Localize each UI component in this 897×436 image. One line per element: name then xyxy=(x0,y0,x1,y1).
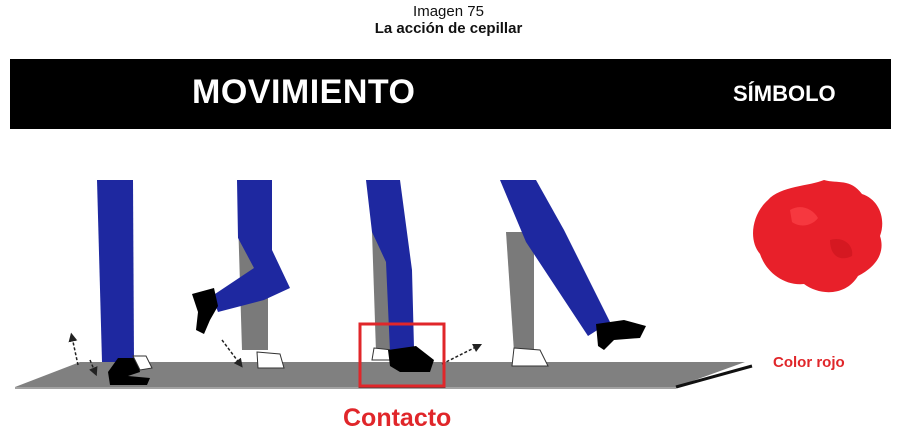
contact-caption: Contacto xyxy=(343,404,452,432)
figure-number: Imagen 75 xyxy=(413,3,484,20)
header-movement-label: MOVIMIENTO xyxy=(192,73,416,111)
figure-title: La acción de cepillar xyxy=(374,20,523,37)
figure-step-1 xyxy=(68,180,153,385)
figure-step-2 xyxy=(192,180,290,369)
figure-step-4 xyxy=(500,180,646,367)
floor xyxy=(15,362,753,389)
up-down-arrows xyxy=(68,332,98,377)
red-color-symbol xyxy=(753,180,883,293)
header-symbol-label: SÍMBOLO xyxy=(733,81,836,106)
header-bar xyxy=(10,59,891,129)
symbol-caption-color-red: Color rojo xyxy=(773,354,845,371)
brush-back-arrows xyxy=(221,339,243,368)
brush-forward-arrows xyxy=(441,343,483,365)
contact-highlight-box xyxy=(358,322,446,388)
figure-step-3 xyxy=(358,180,483,388)
